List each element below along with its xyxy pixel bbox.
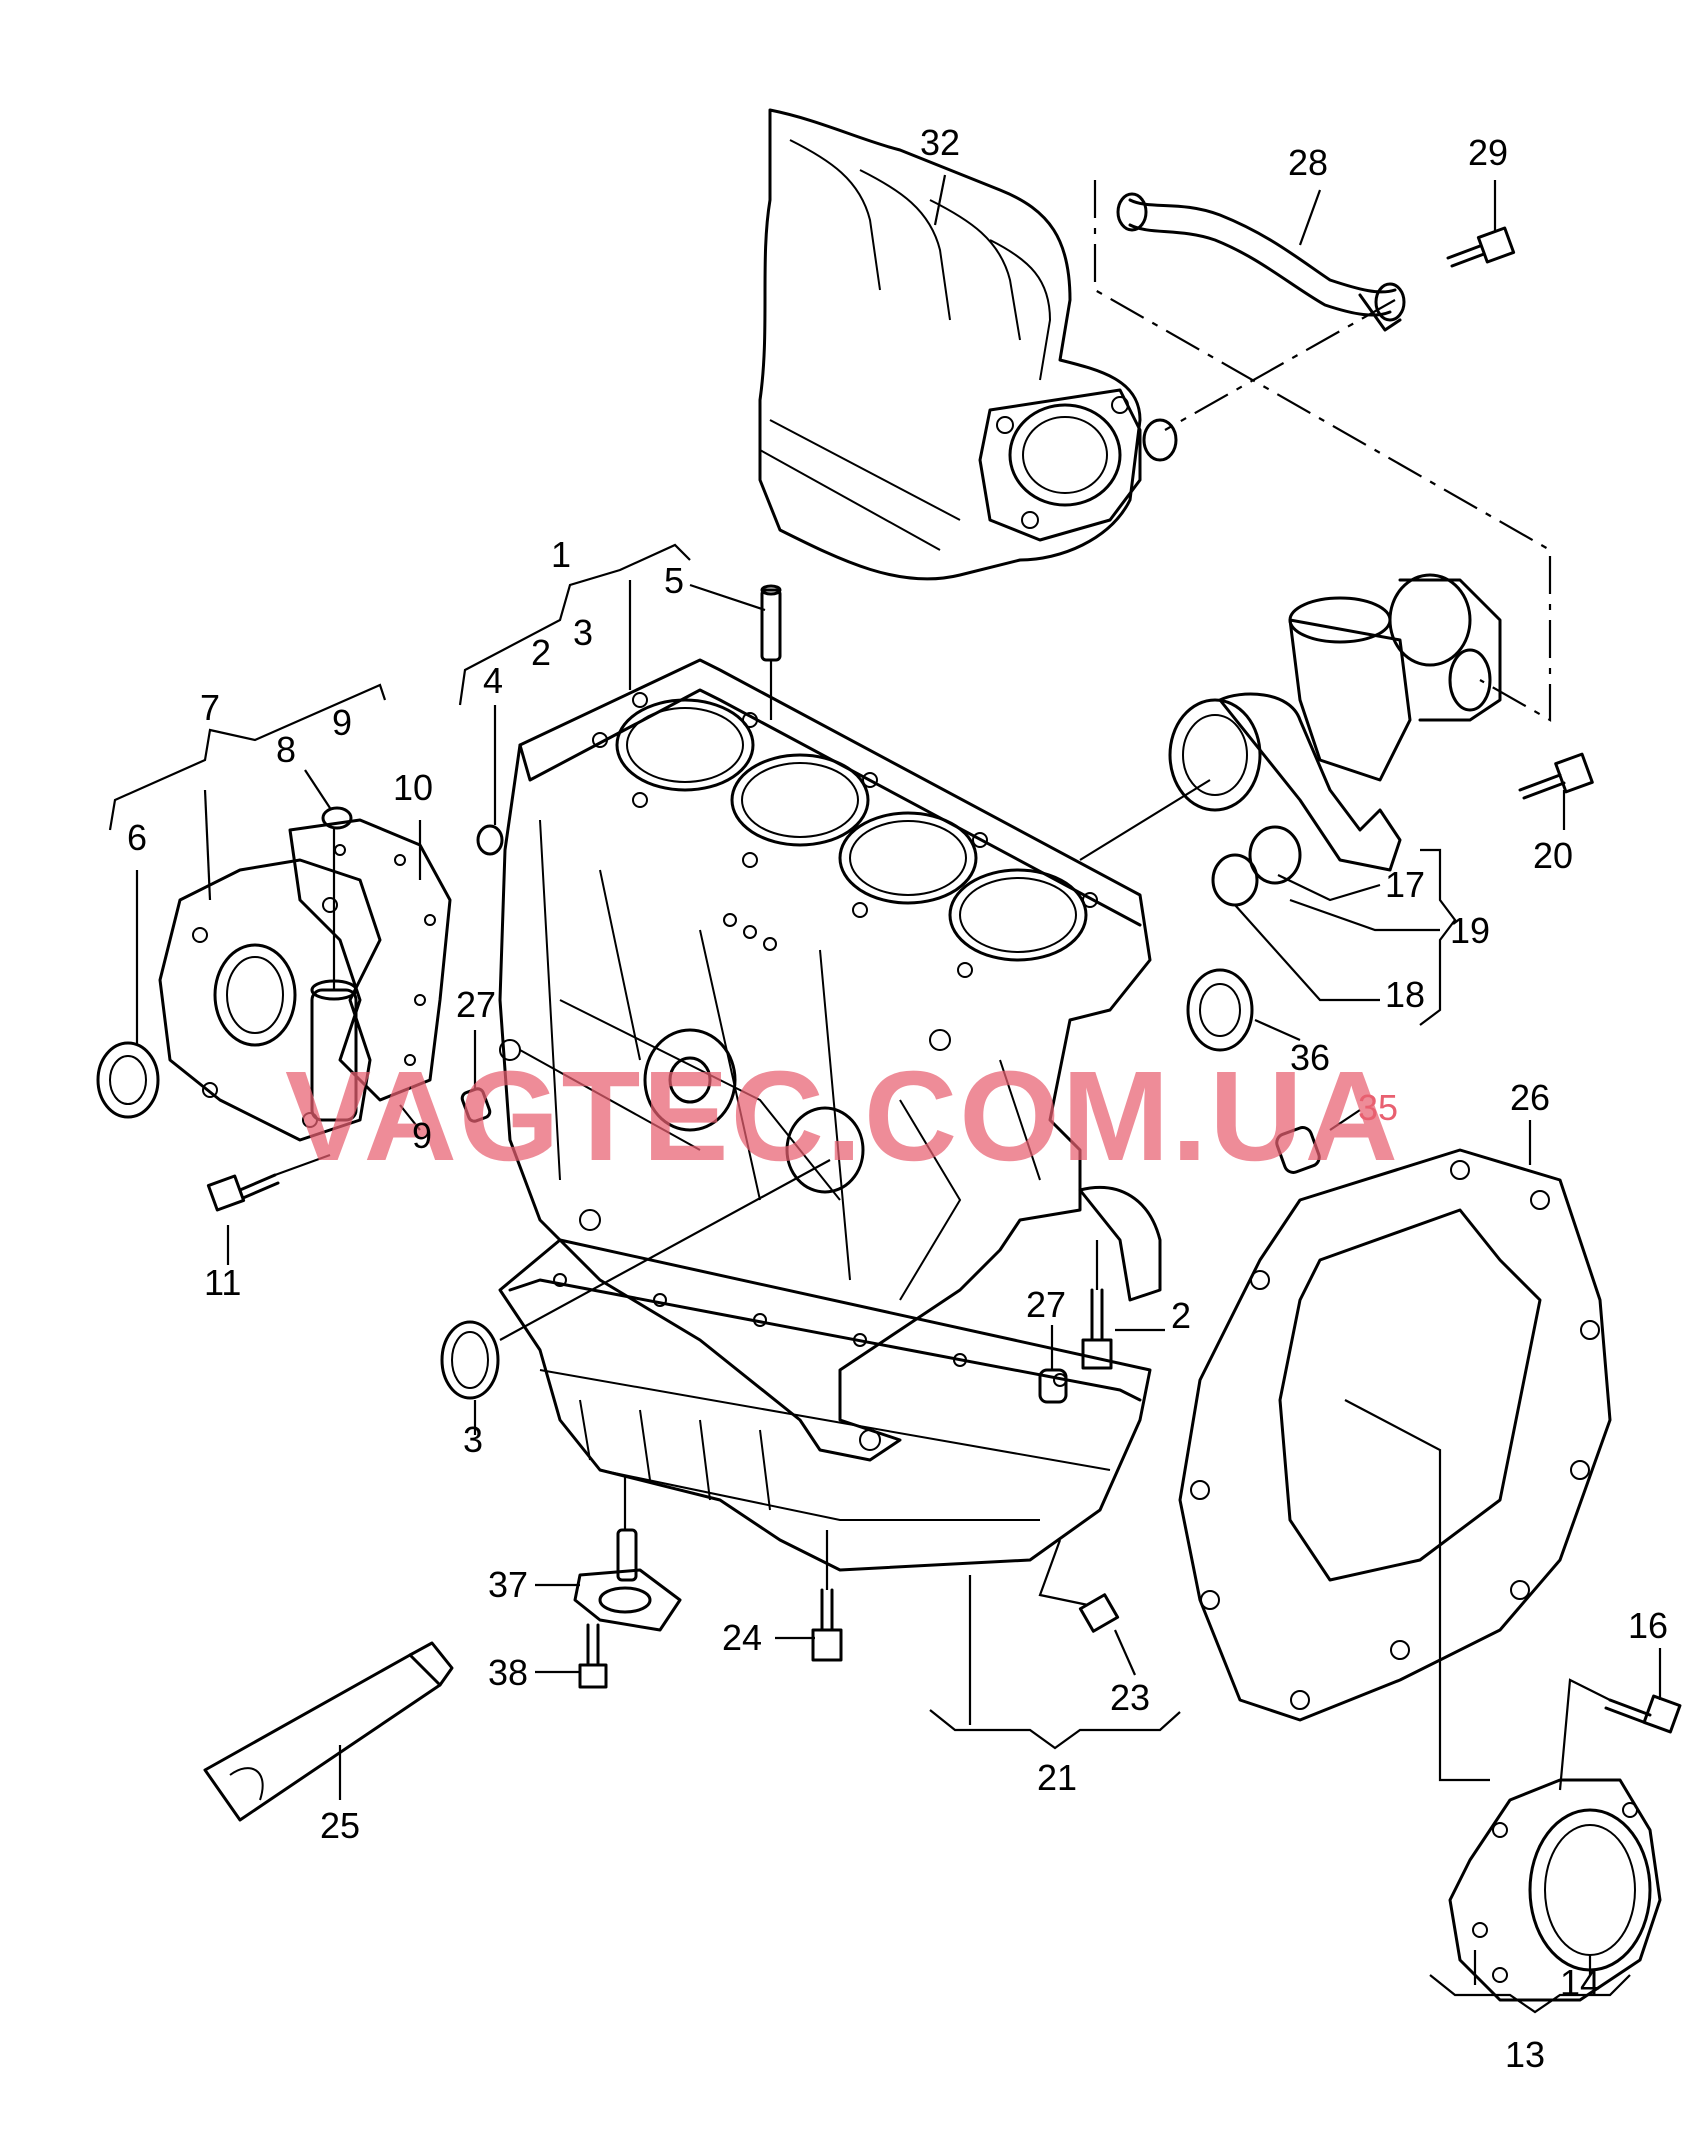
- bolt-16: [1604, 1694, 1682, 1734]
- bolt-23: [1078, 1593, 1120, 1633]
- cylinder-block: [498, 658, 1162, 1462]
- callout-label: 5: [664, 560, 684, 601]
- gasket-26: [1178, 1148, 1612, 1722]
- callout-label: 17: [1385, 864, 1425, 905]
- callout-label: 25: [320, 1805, 360, 1846]
- callout-label: 3: [573, 612, 593, 653]
- bolt-24: [811, 1588, 843, 1662]
- dowel-27: [460, 1087, 492, 1123]
- callout-label: 29: [1468, 132, 1508, 173]
- callout-label: 9: [412, 1115, 432, 1156]
- dowel-5: [760, 584, 782, 662]
- dowel-35: [1275, 1126, 1321, 1174]
- bolt-29: [1446, 226, 1516, 268]
- callout-label: 16: [1628, 1605, 1668, 1646]
- breather-hose: [1116, 192, 1406, 332]
- callout-label: 14: [1560, 1962, 1600, 2003]
- callout-label: 23: [1110, 1677, 1150, 1718]
- bolt-11: [206, 1173, 280, 1212]
- plug-36: [1186, 968, 1254, 1052]
- callout-label: 35: [1358, 1087, 1398, 1128]
- callout-label: 36: [1290, 1037, 1330, 1078]
- callout-label: 1: [551, 534, 571, 575]
- callout-label: 8: [276, 729, 296, 770]
- callout-label: 32: [920, 122, 960, 163]
- throttle-body: [1168, 573, 1502, 872]
- bolt-20: [1518, 752, 1594, 800]
- rear-sealing-flange: [1448, 1778, 1662, 2002]
- oil-seal-6: [96, 1041, 160, 1119]
- bolt-38: [578, 1623, 608, 1689]
- callout-label: 37: [488, 1564, 528, 1605]
- front-sealing-flange: [158, 858, 382, 1142]
- callout-label: 2: [1171, 1295, 1191, 1336]
- callout-label: 4: [483, 660, 503, 701]
- callout-label: 27: [456, 984, 496, 1025]
- cap-8: [321, 806, 353, 830]
- callout-label: 27: [1026, 1284, 1066, 1325]
- callout-label: 20: [1533, 835, 1573, 876]
- callout-label: 2: [531, 632, 551, 673]
- intake-manifold: [758, 108, 1178, 581]
- seal-3: [440, 1320, 500, 1400]
- callout-label: 11: [204, 1262, 241, 1303]
- callout-label: 3: [463, 1419, 483, 1460]
- callout-label: 19: [1450, 910, 1490, 951]
- callout-label: 21: [1037, 1757, 1077, 1798]
- leader-lines: [108, 174, 1662, 2014]
- callout-label: 13: [1505, 2034, 1545, 2075]
- callout-labels: 1 2 2 3 3 4 5 6 7 8 9 9 10 11 13 14 16 1…: [127, 122, 1668, 2075]
- oil-sump: [498, 1238, 1152, 1572]
- callout-label: 10: [393, 767, 433, 808]
- callout-label: 18: [1385, 974, 1425, 1015]
- oil-level-sensor-37: [573, 1528, 682, 1632]
- gasket-17: [1248, 825, 1302, 885]
- callout-label: 7: [200, 687, 220, 728]
- watermark: VAGTEC.COM.UA: [285, 1045, 1400, 1188]
- callout-label: 9: [332, 702, 352, 743]
- callout-label: 6: [127, 817, 147, 858]
- callout-label: 28: [1288, 142, 1328, 183]
- callout-label: 26: [1510, 1077, 1550, 1118]
- callout-label: 24: [722, 1617, 762, 1658]
- plug-4: [476, 824, 504, 856]
- sealant-tube-25: [203, 1641, 454, 1822]
- callout-label: 38: [488, 1652, 528, 1693]
